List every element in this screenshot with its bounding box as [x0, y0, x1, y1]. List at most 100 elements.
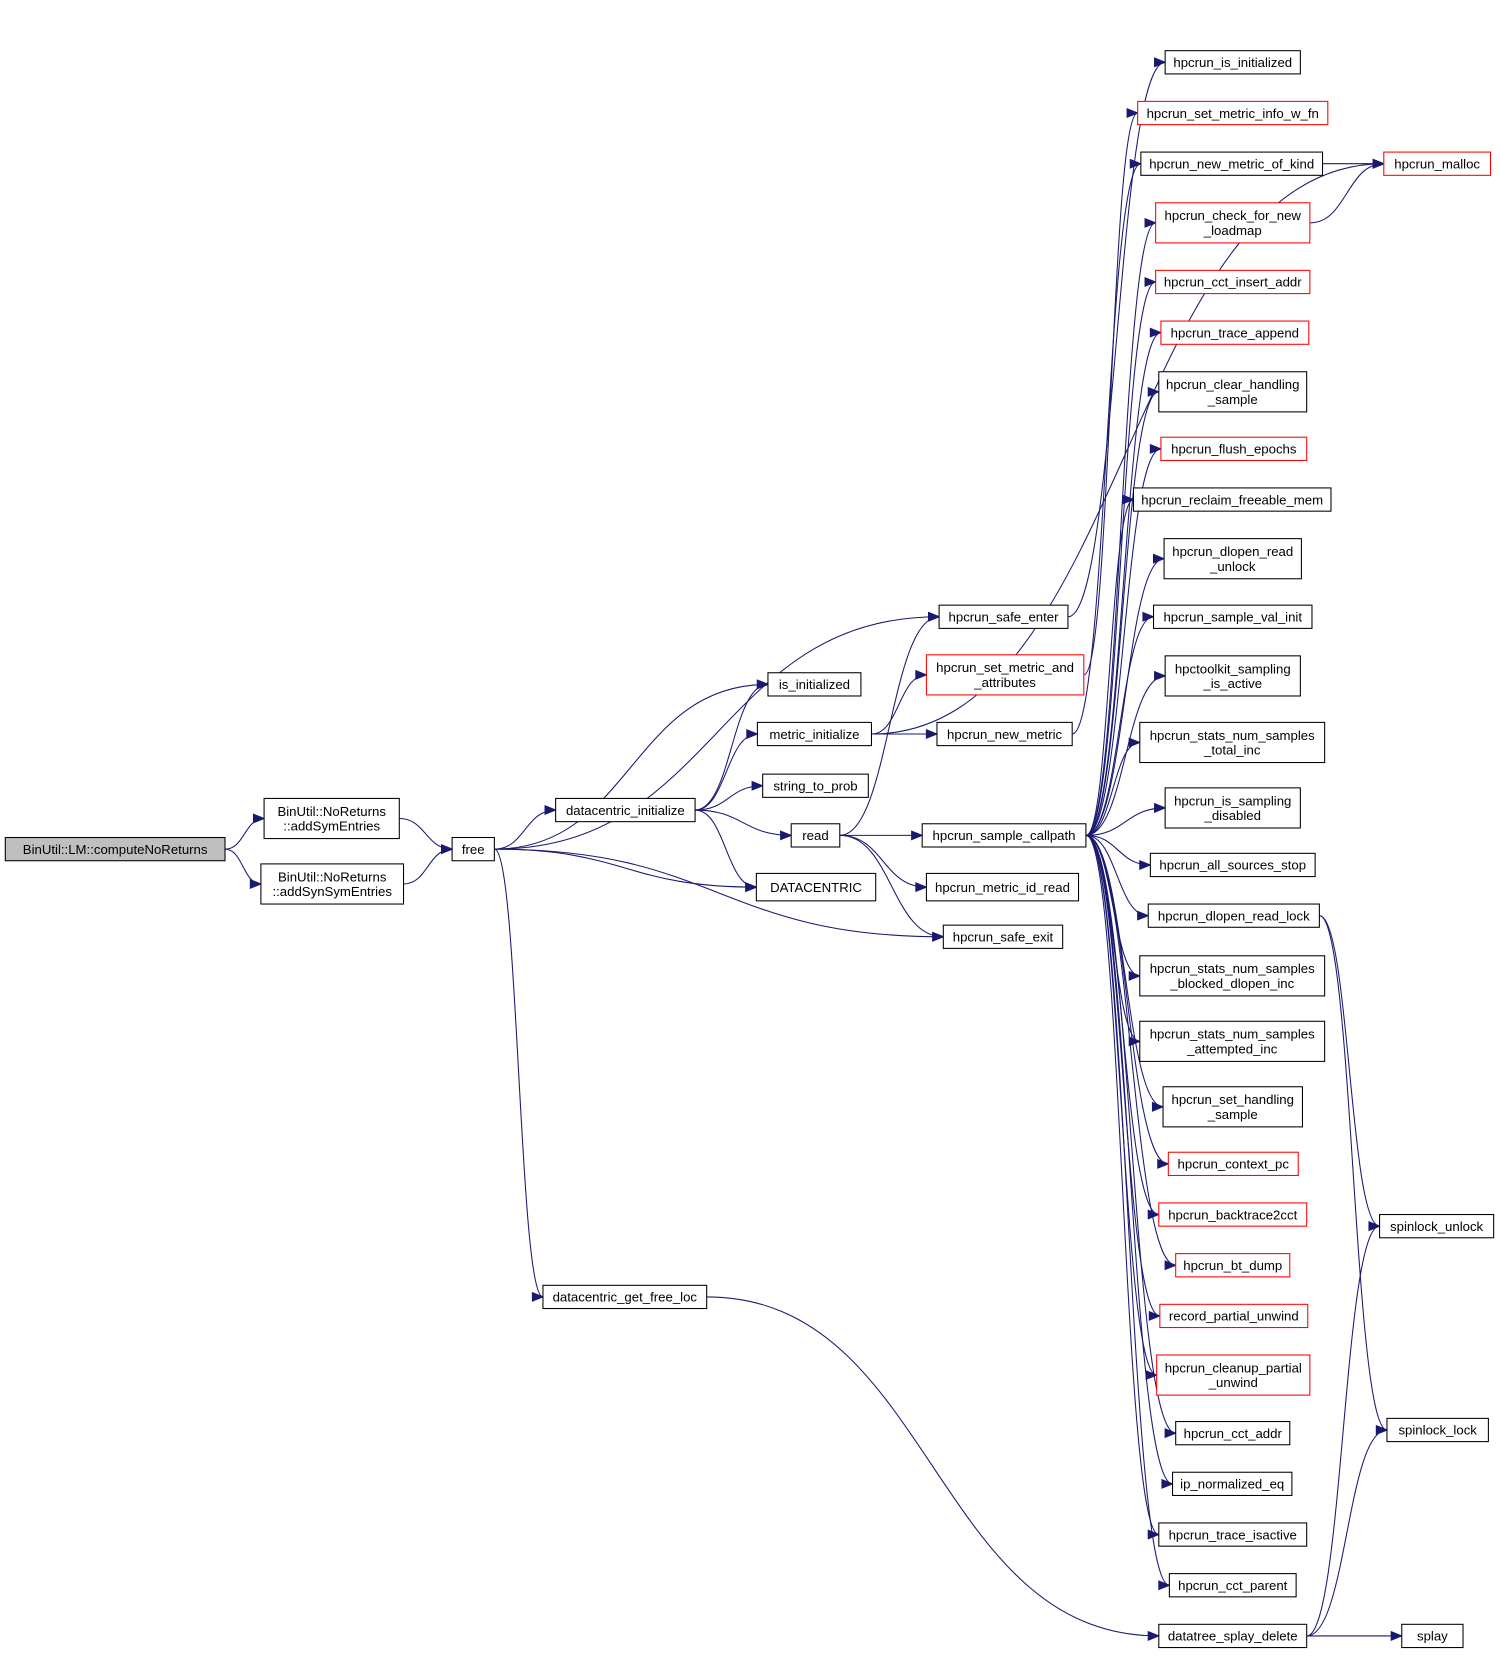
node-root[interactable]: BinUtil::LM::computeNoReturns	[4, 836, 226, 862]
node-box[interactable]	[4, 836, 226, 862]
node-bt_dump[interactable]: hpcrun_bt_dump	[1175, 1253, 1291, 1278]
node-box[interactable]	[1401, 1623, 1464, 1649]
node-flush_epochs[interactable]: hpcrun_flush_epochs	[1160, 436, 1308, 461]
node-box[interactable]	[921, 823, 1087, 848]
node-box[interactable]	[790, 823, 841, 848]
node-splay_delete[interactable]: datatree_splay_delete	[1158, 1623, 1308, 1649]
node-sample_cp[interactable]: hpcrun_sample_callpath	[921, 823, 1087, 848]
node-box[interactable]	[1168, 1573, 1297, 1598]
node-box[interactable]	[1152, 604, 1313, 629]
node-box[interactable]	[1158, 1202, 1308, 1227]
node-box[interactable]	[1162, 1086, 1303, 1128]
node-sample_val_init[interactable]: hpcrun_sample_val_init	[1152, 604, 1313, 629]
node-box[interactable]	[1175, 1421, 1291, 1446]
node-box[interactable]	[762, 773, 869, 798]
node-trace_isactive[interactable]: hpcrun_trace_isactive	[1158, 1522, 1308, 1547]
node-dl_read_lock[interactable]: hpcrun_dlopen_read_lock	[1147, 903, 1320, 928]
node-trace_append[interactable]: hpcrun_trace_append	[1160, 320, 1310, 345]
node-box[interactable]	[555, 797, 696, 823]
node-cct_addr[interactable]: hpcrun_cct_addr	[1175, 1421, 1291, 1446]
node-box[interactable]	[1156, 1354, 1311, 1396]
node-metric_init[interactable]: metric_initialize	[756, 721, 873, 747]
node-box[interactable]	[1167, 1151, 1299, 1176]
node-box[interactable]	[1386, 1417, 1489, 1443]
node-record_partial[interactable]: record_partial_unwind	[1159, 1303, 1309, 1329]
node-box[interactable]	[925, 654, 1085, 696]
node-cct_parent[interactable]: hpcrun_cct_parent	[1168, 1573, 1297, 1598]
node-box[interactable]	[542, 1284, 708, 1310]
node-box[interactable]	[1164, 50, 1301, 75]
node-box[interactable]	[1158, 1522, 1308, 1547]
node-box[interactable]	[1163, 538, 1302, 580]
node-set_handling[interactable]: hpcrun_set_handling_sample	[1162, 1086, 1303, 1128]
node-box[interactable]	[1139, 955, 1326, 997]
node-sampling_active[interactable]: hpctoolkit_sampling_is_active	[1164, 655, 1301, 697]
node-backtrace2cct[interactable]: hpcrun_backtrace2cct	[1158, 1202, 1308, 1227]
node-addSynSym[interactable]: BinUtil::NoReturns::addSynSymEntries	[260, 863, 405, 905]
node-box[interactable]	[767, 672, 862, 697]
node-box[interactable]	[938, 604, 1069, 629]
node-box[interactable]	[1155, 202, 1311, 244]
node-spin_unlock[interactable]: spinlock_unlock	[1379, 1214, 1495, 1239]
node-free[interactable]: free	[451, 836, 495, 862]
node-splay[interactable]: splay	[1401, 1623, 1464, 1649]
node-box[interactable]	[1175, 1253, 1291, 1278]
node-spin_lock[interactable]: spinlock_lock	[1386, 1417, 1489, 1443]
node-metric_id_read[interactable]: hpcrun_metric_id_read	[925, 872, 1080, 902]
node-stats_total[interactable]: hpcrun_stats_num_samples_total_inc	[1139, 721, 1326, 764]
node-box[interactable]	[1140, 151, 1324, 176]
node-box[interactable]	[1160, 436, 1308, 461]
node-read[interactable]: read	[790, 823, 841, 848]
node-all_stop[interactable]: hpcrun_all_sources_stop	[1149, 852, 1316, 878]
node-box[interactable]	[260, 863, 405, 905]
node-box[interactable]	[942, 924, 1064, 949]
node-clear_handling[interactable]: hpcrun_clear_handling_sample	[1158, 371, 1308, 413]
node-is_initialized[interactable]: hpcrun_is_initialized	[1164, 50, 1301, 75]
node-box[interactable]	[1379, 1214, 1495, 1239]
node-reclaim[interactable]: hpcrun_reclaim_freeable_mem	[1132, 487, 1332, 512]
node-stats_blocked[interactable]: hpcrun_stats_num_samples_blocked_dlopen_…	[1139, 955, 1326, 997]
node-str2prob[interactable]: string_to_prob	[762, 773, 869, 798]
node-box[interactable]	[1159, 1303, 1309, 1329]
node-DATACENTRIC[interactable]: DATACENTRIC	[755, 872, 877, 902]
node-box[interactable]	[1160, 320, 1310, 345]
node-box[interactable]	[756, 721, 873, 747]
node-box[interactable]	[1155, 269, 1311, 295]
node-new_metric[interactable]: hpcrun_new_metric	[936, 721, 1073, 747]
node-addSym[interactable]: BinUtil::NoReturns::addSymEntries	[263, 797, 400, 840]
node-check_loadmap[interactable]: hpcrun_check_for_new_loadmap	[1155, 202, 1311, 244]
node-context_pc[interactable]: hpcrun_context_pc	[1167, 1151, 1299, 1176]
node-box[interactable]	[1132, 487, 1332, 512]
node-box[interactable]	[1172, 1471, 1293, 1496]
node-new_metric_kind[interactable]: hpcrun_new_metric_of_kind	[1140, 151, 1324, 176]
node-box[interactable]	[755, 872, 877, 902]
node-box[interactable]	[1139, 721, 1326, 764]
node-ip_norm[interactable]: ip_normalized_eq	[1172, 1471, 1293, 1496]
node-box[interactable]	[925, 872, 1080, 902]
node-malloc[interactable]: hpcrun_malloc	[1383, 151, 1492, 176]
node-stats_attempted[interactable]: hpcrun_stats_num_samples_attempted_inc	[1139, 1020, 1326, 1062]
node-dc_getfree[interactable]: datacentric_get_free_loc	[542, 1284, 708, 1310]
node-box[interactable]	[1158, 1623, 1308, 1649]
node-dl_read_unlock[interactable]: hpcrun_dlopen_read_unlock	[1163, 538, 1302, 580]
node-set_metric_info[interactable]: hpcrun_set_metric_info_w_fn	[1137, 100, 1329, 126]
node-box[interactable]	[1139, 1020, 1326, 1062]
node-cct_insert[interactable]: hpcrun_cct_insert_addr	[1155, 269, 1311, 295]
node-box[interactable]	[1147, 903, 1320, 928]
node-box[interactable]	[1149, 852, 1316, 878]
node-box[interactable]	[263, 797, 400, 840]
node-box[interactable]	[1137, 100, 1329, 126]
node-box[interactable]	[1383, 151, 1492, 176]
node-safe_exit[interactable]: hpcrun_safe_exit	[942, 924, 1064, 949]
node-dc_init[interactable]: datacentric_initialize	[555, 797, 696, 823]
node-box[interactable]	[451, 836, 495, 862]
node-safe_enter[interactable]: hpcrun_safe_enter	[938, 604, 1069, 629]
node-cleanup_partial[interactable]: hpcrun_cleanup_partial_unwind	[1156, 1354, 1311, 1396]
node-box[interactable]	[1158, 371, 1308, 413]
node-box[interactable]	[1164, 655, 1301, 697]
node-sampling_disabled[interactable]: hpcrun_is_sampling_disabled	[1164, 787, 1301, 829]
node-is_init[interactable]: is_initialized	[767, 672, 862, 697]
node-set_metric_attr[interactable]: hpcrun_set_metric_and_attributes	[925, 654, 1085, 696]
node-box[interactable]	[1164, 787, 1301, 829]
node-box[interactable]	[936, 721, 1073, 747]
